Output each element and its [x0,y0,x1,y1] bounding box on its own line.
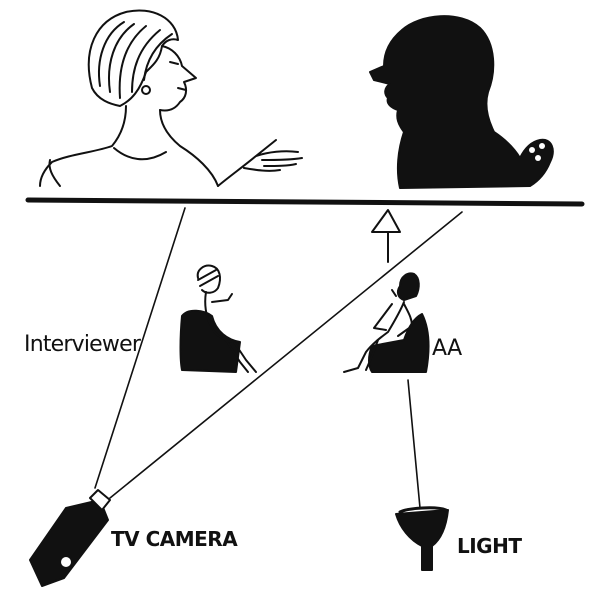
silhouette-head-icon [370,16,553,188]
woman-head-icon [40,10,302,186]
interviewer-label: Interviewer [24,332,140,357]
seated-aa-icon [344,274,429,373]
tv-camera-icon [30,490,110,586]
seated-interviewer-icon [181,266,257,372]
screen-frame-line [28,200,582,204]
light-line [408,380,420,508]
tv-camera-label: TV CAMERA [111,527,237,551]
light-icon [396,508,448,570]
aa-label: AA [432,336,462,361]
light-label: LIGHT [457,534,521,558]
arrow-up-icon [372,210,400,262]
